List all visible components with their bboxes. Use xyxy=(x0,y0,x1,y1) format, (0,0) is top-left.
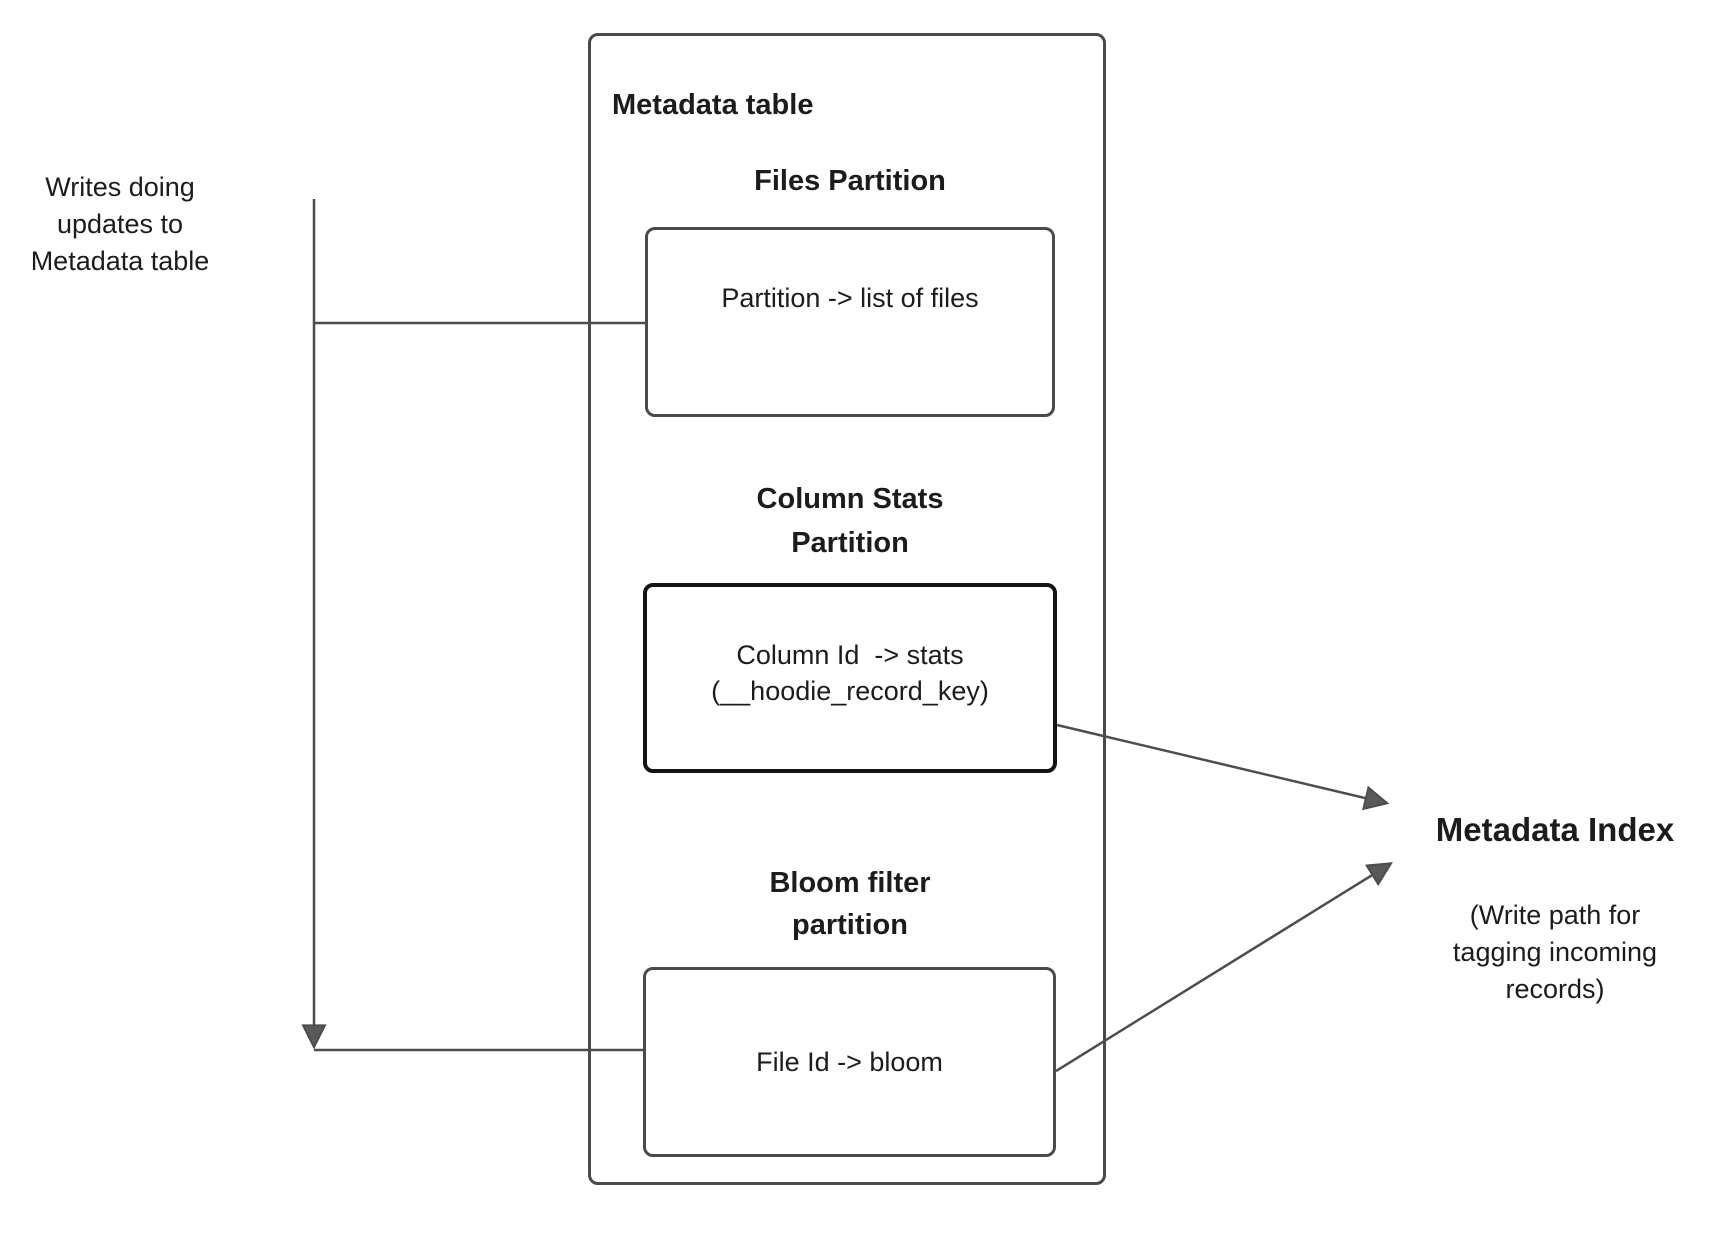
bloom-to-index-arrow xyxy=(1055,862,1393,1073)
files-partition-box: Partition -> list of files xyxy=(645,227,1055,417)
metadata-table-title: Metadata table xyxy=(612,89,814,121)
writes-note: Writes doing updates to Metadata table xyxy=(10,169,230,280)
stats-to-index-arrow xyxy=(1056,723,1390,811)
column-stats-partition-box: Column Id -> stats (__hoodie_record_key) xyxy=(643,583,1057,773)
metadata-index-subtitle-line: (Write path for xyxy=(1469,900,1641,930)
metadata-index-subtitle: (Write path for tagging incoming records… xyxy=(1394,897,1716,1008)
writes-note-line: Writes doing xyxy=(45,172,195,202)
writes-note-line: updates to xyxy=(56,209,184,239)
writes-note-line: Metadata table xyxy=(30,246,210,276)
metadata-index-subtitle-line: records) xyxy=(1505,974,1605,1004)
files-partition-body: Partition -> list of files xyxy=(721,283,979,313)
metadata-index-subtitle-line: tagging incoming xyxy=(1452,937,1658,967)
column-stats-body-line: Column Id -> stats xyxy=(736,640,964,670)
column-stats-heading-line: Column Stats xyxy=(756,483,944,515)
bloom-filter-partition-box: File Id -> bloom xyxy=(643,967,1056,1157)
column-stats-heading-line: Partition xyxy=(791,527,909,559)
metadata-index-title: Metadata Index xyxy=(1435,811,1675,848)
bloom-filter-partition-heading: Bloom filter partition xyxy=(645,862,1055,946)
files-partition-heading: Files Partition xyxy=(754,165,946,197)
column-stats-partition-heading: Column Stats Partition xyxy=(645,477,1055,565)
bloom-filter-heading-line: partition xyxy=(792,909,908,941)
bloom-filter-heading-line: Bloom filter xyxy=(769,867,931,899)
bloom-filter-body: File Id -> bloom xyxy=(756,1047,943,1077)
column-stats-body-line: (__hoodie_record_key) xyxy=(711,676,989,706)
